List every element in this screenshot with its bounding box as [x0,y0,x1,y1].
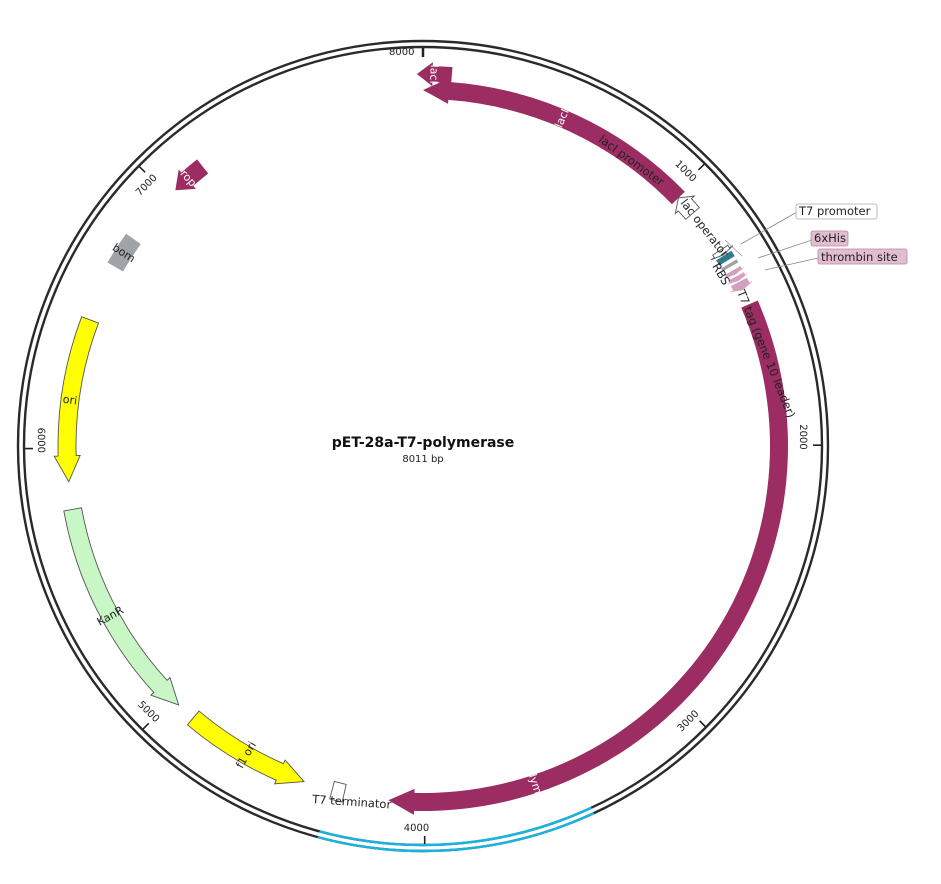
feature-f1ori[interactable] [186,710,305,785]
selection-arc[interactable] [317,806,595,853]
tick-label: 5000 [135,699,161,725]
tick-mark [699,720,706,728]
label-t7-tag[interactable]: T7 tag (gene 10 leader) [734,287,799,420]
feature-his[interactable] [722,265,746,280]
feature-rbs[interactable] [721,259,739,272]
tick-mark [142,722,150,730]
feature-t7-term[interactable] [329,780,347,803]
feature-label-ori: ori [62,393,78,408]
tick-label: 3000 [676,708,702,734]
tick-label: 6000 [35,428,46,454]
6xhis-box[interactable] [810,230,849,247]
feature-rop[interactable] [175,159,209,191]
plasmid-size: 8011 bp [402,454,443,465]
selection-line[interactable] [319,806,592,847]
tick-label: 4000 [404,823,430,834]
leader-lac-operator [724,239,743,257]
label-t7-terminator[interactable]: T7 terminator [311,792,392,812]
selection-line[interactable] [317,812,595,853]
feature-laci-small[interactable] [416,62,453,87]
label-lac-operator[interactable]: lac operator [678,196,732,260]
feature-laci-main[interactable] [423,77,685,205]
label-thrombin-site: thrombin site [821,250,898,264]
feature-t7-pol[interactable] [388,300,789,815]
tick-label: 7000 [134,173,160,199]
tick-label: 2000 [797,424,808,449]
feature-bom[interactable] [107,233,141,272]
label-laci-promoter[interactable]: lacI promoter [596,132,667,189]
tick-mark [697,163,705,171]
feature-ori[interactable] [53,316,100,483]
feature-thrombin[interactable] [725,272,749,286]
feature-t7-promoter[interactable] [710,244,734,261]
leader-thrombin [764,257,819,271]
feature-kanr[interactable] [63,507,180,706]
feature-laci-promoter[interactable] [674,195,700,220]
leader-6xhis [757,239,813,259]
plasmid-name: pET-28a-T7-polymerase [332,435,515,451]
label-t7-promoter: T7 promoter [798,204,871,218]
tick-mark [138,166,146,173]
feature-lac-operator[interactable] [716,250,735,266]
feature-label-laci-small: lacI [427,64,441,83]
tick-label: 1000 [672,159,698,185]
t7-promoter-box[interactable] [795,203,878,220]
thrombin-box[interactable] [817,248,908,265]
label-6xhis: 6xHis [814,231,846,245]
leader-t7-promoter [740,211,798,245]
tick-label: 8000 [389,47,414,58]
feature-t7tag[interactable] [729,277,753,293]
